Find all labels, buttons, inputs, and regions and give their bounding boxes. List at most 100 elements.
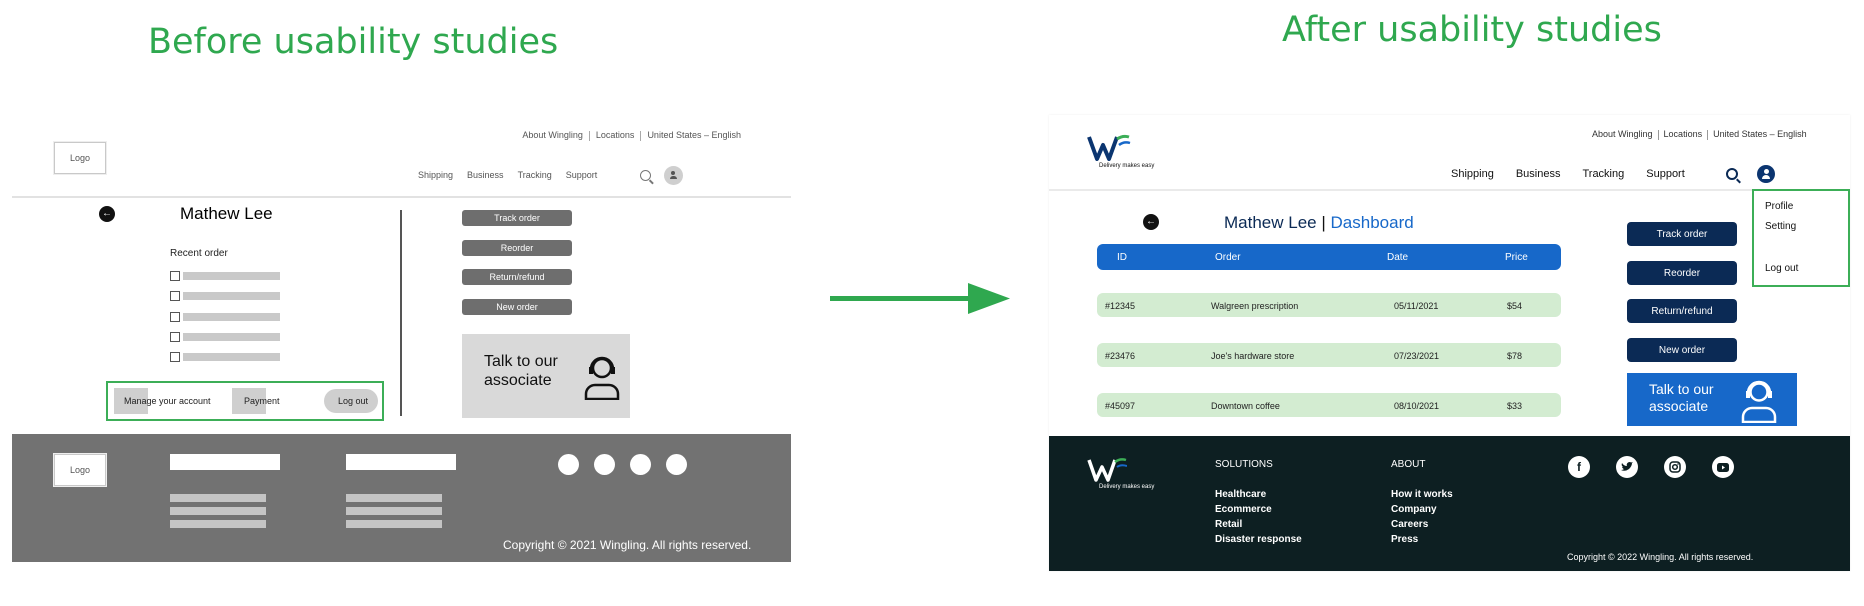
utility-link-locations[interactable]: Locations	[1663, 129, 1703, 139]
nav-shipping[interactable]: Shipping	[1451, 168, 1494, 180]
avatar-icon[interactable]	[664, 166, 683, 185]
facebook-icon[interactable]: f	[1568, 456, 1590, 478]
list-item	[170, 352, 280, 362]
logout-button[interactable]: Log out	[338, 396, 369, 406]
vertical-divider	[400, 210, 402, 416]
column-header-id: ID	[1117, 252, 1127, 263]
avatar-icon[interactable]	[1757, 165, 1775, 183]
return-refund-button[interactable]: Return/refund	[1627, 299, 1737, 323]
before-wireframe: About Wingling Locations United States – E…	[12, 116, 791, 562]
footer-link-disaster-response[interactable]: Disaster response	[1215, 534, 1302, 545]
cell-id: #12345	[1105, 301, 1136, 311]
talk-to-associate-card[interactable]: Talk to our associate	[1627, 373, 1797, 426]
footer-copyright: Copyright © 2022 Wingling. All rights re…	[1567, 552, 1754, 562]
footer-brand-tagline: Delivery makes easy	[1099, 484, 1155, 490]
footer-solutions-title: SOLUTIONS	[1215, 459, 1273, 470]
checkbox[interactable]	[170, 332, 180, 342]
table-row[interactable]: #12345 Walgreen prescription 05/11/2021 …	[1097, 293, 1561, 317]
utility-link-about[interactable]: About Wingling	[522, 130, 583, 140]
payment-button[interactable]: Payment	[244, 396, 280, 406]
nav-business[interactable]: Business	[1515, 168, 1561, 180]
footer-logo-placeholder[interactable]: Logo	[54, 454, 106, 486]
list-item	[170, 291, 280, 301]
social-placeholder-icon[interactable]	[558, 454, 579, 475]
column-header-price: Price	[1505, 252, 1528, 263]
logo-placeholder[interactable]: Logo	[54, 142, 106, 174]
title-separator: |	[1321, 213, 1326, 232]
table-row[interactable]: #23476 Joe's hardware store 07/23/2021 $…	[1097, 343, 1561, 367]
footer-copyright: Copyright © 2021 Wingling. All rights re…	[503, 538, 752, 552]
after-heading: After usability studies	[1282, 10, 1662, 50]
cell-date: 05/11/2021	[1394, 301, 1439, 311]
footer-link-ecommerce[interactable]: Ecommerce	[1215, 504, 1272, 515]
footer-link-healthcare[interactable]: Healthcare	[1215, 489, 1267, 500]
return-refund-button[interactable]: Return/refund	[462, 269, 572, 285]
footer-link-careers[interactable]: Careers	[1391, 519, 1429, 530]
brand-logo[interactable]: Delivery makes easy	[1087, 133, 1167, 175]
cell-date: 07/23/2021	[1394, 351, 1440, 361]
cell-order: Downtown coffee	[1211, 401, 1280, 411]
footer-brand-logo[interactable]: Delivery makes easy	[1087, 456, 1167, 496]
footer-link-how-it-works[interactable]: How it works	[1391, 489, 1453, 500]
main-nav: Shipping Business Tracking Support	[1451, 168, 1685, 180]
footer-link-retail[interactable]: Retail	[1215, 519, 1243, 530]
search-icon[interactable]	[1726, 168, 1738, 180]
track-order-button[interactable]: Track order	[1627, 222, 1737, 246]
footer-about-title: ABOUT	[1391, 459, 1426, 470]
before-heading: Before usability studies	[148, 22, 559, 62]
nav-tracking[interactable]: Tracking	[1582, 168, 1625, 180]
talk-to-associate-card[interactable]: Talk to our associate	[462, 334, 630, 418]
column-header-date: Date	[1387, 252, 1409, 263]
footer: Delivery makes easy SOLUTIONS Healthcare…	[1049, 436, 1850, 571]
checkbox[interactable]	[170, 312, 180, 322]
brand-tagline: Delivery makes easy	[1099, 163, 1155, 169]
social-placeholder-icon[interactable]	[630, 454, 651, 475]
cell-price: $78	[1507, 351, 1523, 361]
new-order-button[interactable]: New order	[462, 299, 572, 315]
social-placeholder-icon[interactable]	[666, 454, 687, 475]
talk-label: Talk to our associate	[484, 353, 558, 389]
reorder-button[interactable]: Reorder	[462, 240, 572, 256]
nav-support[interactable]: Support	[565, 170, 598, 180]
social-placeholder-icon[interactable]	[594, 454, 615, 475]
cell-date: 08/10/2021	[1394, 401, 1440, 411]
utility-link-locations[interactable]: Locations	[595, 130, 635, 140]
manage-account-button[interactable]: Manage your account	[124, 396, 211, 406]
dropdown-setting[interactable]: Setting	[1765, 221, 1797, 232]
dropdown-logout[interactable]: Log out	[1765, 263, 1799, 274]
dropdown-profile[interactable]: Profile	[1765, 201, 1794, 212]
account-dropdown: Profile Setting Log out	[1752, 189, 1850, 287]
utility-link-region[interactable]: United States – English	[1713, 129, 1807, 139]
youtube-icon[interactable]	[1712, 456, 1734, 478]
nav-support[interactable]: Support	[1646, 168, 1685, 180]
utility-link-about[interactable]: About Wingling	[1592, 129, 1653, 139]
cell-price: $33	[1507, 401, 1523, 411]
instagram-icon[interactable]	[1664, 456, 1686, 478]
search-icon[interactable]	[640, 170, 651, 181]
recent-order-label: Recent order	[170, 248, 228, 259]
checkbox[interactable]	[170, 271, 180, 281]
checkbox[interactable]	[170, 291, 180, 301]
cell-order: Joe's hardware store	[1211, 351, 1295, 361]
nav-tracking[interactable]: Tracking	[517, 170, 552, 180]
table-row[interactable]: #45097 Downtown coffee 08/10/2021 $33	[1097, 393, 1561, 417]
back-arrow-icon[interactable]: ←	[99, 206, 115, 222]
footer-link-company[interactable]: Company	[1391, 504, 1437, 515]
nav-shipping[interactable]: Shipping	[418, 170, 454, 180]
back-arrow-icon[interactable]: ←	[1143, 214, 1159, 230]
footer: Logo Copyright © 2021 Wingling. All righ…	[12, 434, 791, 562]
main-nav: Shipping Business Tracking Support	[418, 170, 597, 180]
headset-agent-icon	[1741, 380, 1777, 423]
reorder-button[interactable]: Reorder	[1627, 261, 1737, 285]
footer-link-press[interactable]: Press	[1391, 534, 1419, 545]
account-actions-highlight: Manage your account Payment Log out	[106, 381, 384, 421]
nav-business[interactable]: Business	[467, 170, 504, 180]
checkbox[interactable]	[170, 352, 180, 362]
utility-link-region[interactable]: United States – English	[647, 130, 741, 140]
cell-id: #23476	[1105, 351, 1136, 361]
twitter-icon[interactable]	[1616, 456, 1638, 478]
orders-table-header: ID Order Date Price	[1097, 244, 1561, 270]
track-order-button[interactable]: Track order	[462, 210, 572, 226]
utility-links: About Wingling Locations United States – E…	[522, 130, 741, 141]
new-order-button[interactable]: New order	[1627, 338, 1737, 362]
